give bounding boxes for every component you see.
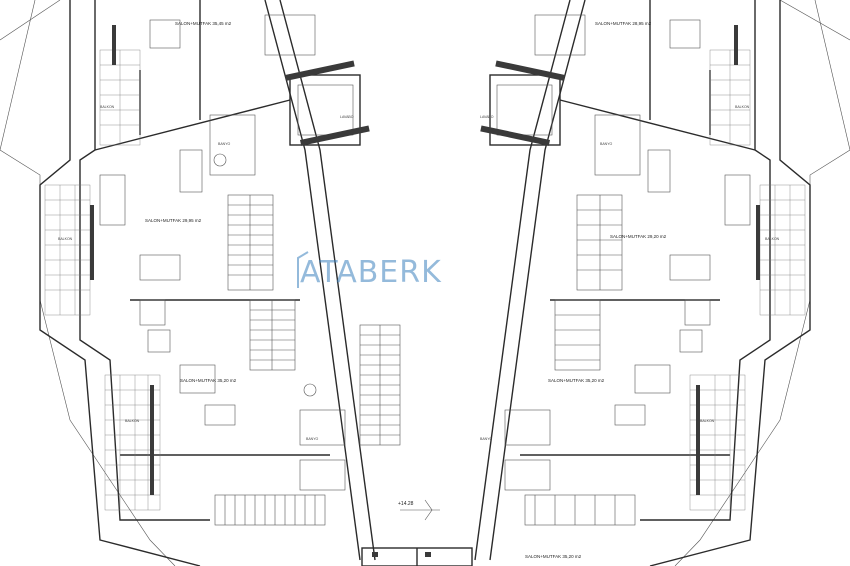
room-label: SALON+MUTFAK 29,20 m2 (610, 234, 667, 239)
room-label: SALON+MUTFAK 35,20 m2 (180, 378, 237, 383)
room-label: SALON+MUTFAK 29,95 m2 (145, 218, 202, 223)
room-label: LAVABO (480, 115, 494, 119)
room-label: SALON+MUTFAK 35,20 m2 (548, 378, 605, 383)
stairs-left-3 (214, 494, 326, 526)
room-label: SALON+MUTFAK 35,20 m2 (525, 554, 582, 559)
entrance-block: +14.28 (361, 499, 473, 566)
right-wing (474, 0, 811, 566)
stairs-left-2 (249, 299, 296, 371)
room-label: BALKON (700, 419, 715, 423)
right-wing-labels: SALON+MUTFAK 28,95 m2 SALON+MUTFAK 29,20… (480, 21, 780, 559)
room-label: BANYO (600, 142, 613, 146)
stairs-left-1 (227, 194, 274, 291)
room-label: BALKON (58, 237, 73, 241)
room-label: SALON+MUTFAK 28,95 m2 (595, 21, 652, 26)
room-label: LAVABO (340, 115, 354, 119)
room-label: BALKON (735, 105, 750, 109)
balcony-grid-top (100, 50, 140, 145)
room-label: SALON+MUTFAK 35,45 m2 (175, 21, 232, 26)
room-label: BALKON (100, 105, 115, 109)
house-icon (297, 251, 309, 288)
left-wing: SALON+MUTFAK 35,45 m2 SALON+MUTFAK 29,95… (39, 0, 401, 566)
room-label: BANYO (306, 437, 319, 441)
room-label: BALKON (765, 237, 780, 241)
stairs-central (359, 324, 401, 446)
watermark-logo: ATABERK (300, 255, 442, 290)
room-label: BANYO (480, 437, 493, 441)
room-label: BALKON (125, 419, 140, 423)
elevation-label: +14.28 (398, 501, 414, 507)
balcony-grid-1 (45, 185, 90, 315)
room-label: BANYO (218, 142, 231, 146)
